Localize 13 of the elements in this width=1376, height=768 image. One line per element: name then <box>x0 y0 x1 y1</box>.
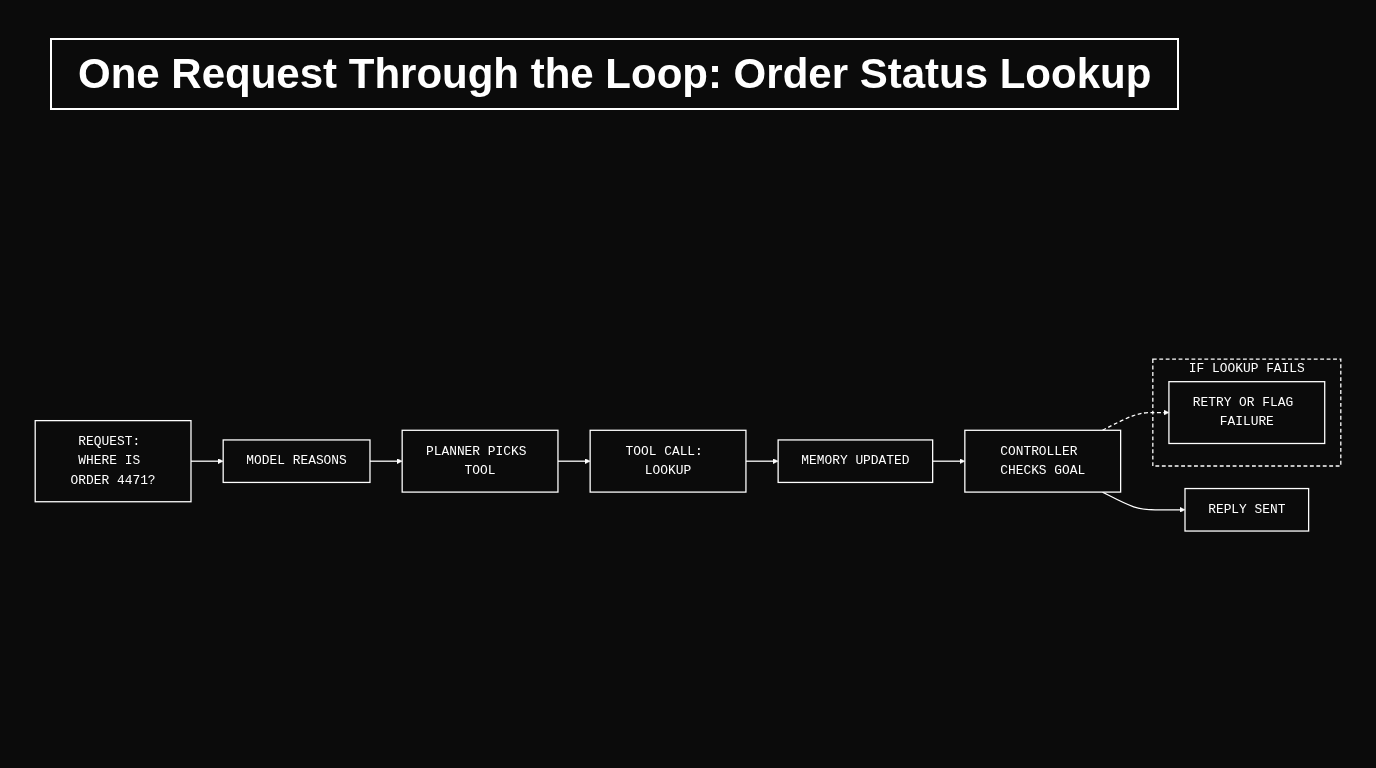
arrow <box>369 458 403 464</box>
arrow <box>557 458 591 464</box>
node-box: MODEL REASONS <box>222 439 371 483</box>
arrow <box>190 458 224 464</box>
node-box: REQUEST: WHERE IS ORDER 4471? <box>34 419 192 503</box>
node-box: CONTROLLER CHECKS GOAL <box>964 429 1122 493</box>
node-box: PLANNER PICKS TOOL <box>401 429 559 493</box>
node-box: RETRY OR FLAG FAILURE <box>1168 380 1326 445</box>
node-box: REPLY SENT <box>1184 487 1310 532</box>
node-box: MEMORY UPDATED <box>777 439 934 483</box>
title: One Request Through the Loop: Order Status Lookup <box>50 38 1180 110</box>
arrow <box>745 458 779 464</box>
node-box: TOOL CALL: LOOKUP <box>589 429 747 493</box>
